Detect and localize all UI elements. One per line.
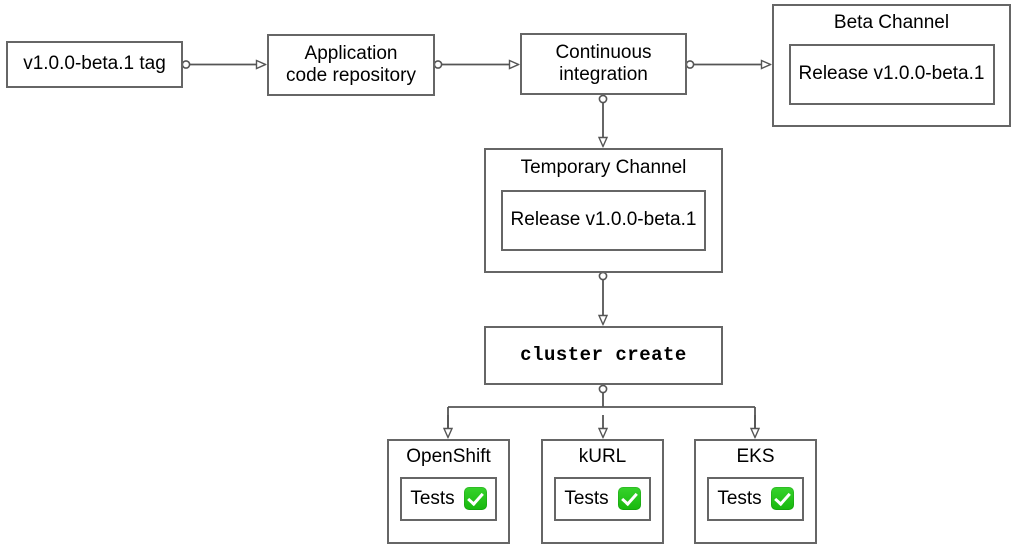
edge-ci-to-temporary-channel <box>599 94 606 146</box>
group-temporary-channel[interactable]: Temporary Channel Release v1.0.0-beta.1 <box>484 148 723 273</box>
node-cluster-create[interactable]: cluster create <box>484 326 723 385</box>
group-openshift-title: OpenShift <box>406 446 491 467</box>
group-kurl-title: kURL <box>578 446 627 467</box>
edge-repo-to-ci <box>433 61 518 68</box>
green-check-icon <box>617 487 641 511</box>
node-continuous-integration-label: Continuous integration <box>555 41 652 85</box>
edge-cluster-create-to-targets <box>448 384 755 437</box>
node-tag[interactable]: v1.0.0-beta.1 tag <box>6 41 183 88</box>
node-continuous-integration[interactable]: Continuous integration <box>520 33 687 95</box>
edge-ci-to-beta-channel <box>685 61 770 68</box>
group-temporary-channel-title: Temporary Channel <box>520 157 687 178</box>
openshift-tests-box[interactable]: Tests <box>400 476 497 521</box>
kurl-tests-label: Tests <box>564 487 609 509</box>
eks-tests-box[interactable]: Tests <box>707 476 804 521</box>
edge-tag-to-repo <box>181 61 265 68</box>
temporary-channel-release-box[interactable]: Release v1.0.0-beta.1 <box>501 189 706 251</box>
group-beta-channel[interactable]: Beta Channel Release v1.0.0-beta.1 <box>772 4 1011 127</box>
node-tag-label: v1.0.0-beta.1 tag <box>23 53 166 75</box>
kurl-tests-box[interactable]: Tests <box>554 476 651 521</box>
beta-channel-release-label: Release v1.0.0-beta.1 <box>798 63 985 85</box>
group-openshift[interactable]: OpenShift Tests <box>387 439 510 544</box>
group-eks[interactable]: EKS Tests <box>694 439 817 544</box>
beta-channel-release-box[interactable]: Release v1.0.0-beta.1 <box>788 43 995 105</box>
node-application-code-repository[interactable]: Application code repository <box>267 34 435 96</box>
eks-tests-label: Tests <box>717 487 762 509</box>
group-eks-title: EKS <box>736 446 775 467</box>
openshift-tests-label: Tests <box>410 487 455 509</box>
openshift-tests-row: Tests <box>410 487 487 511</box>
node-cluster-create-label: cluster create <box>520 344 687 367</box>
green-check-icon <box>770 487 794 511</box>
group-kurl[interactable]: kURL Tests <box>541 439 664 544</box>
edge-temporary-channel-to-cluster-create <box>599 271 606 324</box>
kurl-tests-row: Tests <box>564 487 641 511</box>
eks-tests-row: Tests <box>717 487 794 511</box>
temporary-channel-release-label: Release v1.0.0-beta.1 <box>510 209 697 231</box>
group-beta-channel-title: Beta Channel <box>833 12 950 33</box>
green-check-icon <box>463 487 487 511</box>
node-application-code-repository-label: Application code repository <box>286 42 416 86</box>
